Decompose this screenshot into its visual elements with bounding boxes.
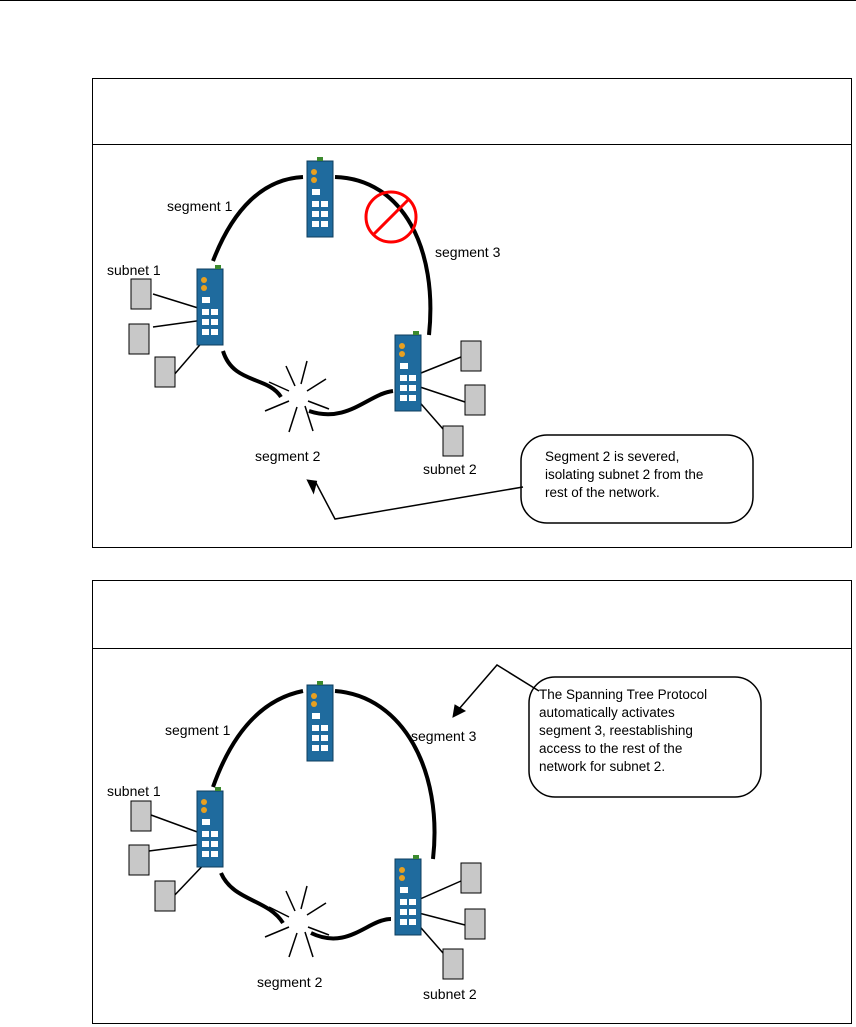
callout-1: Segment 2 is severed, isolating subnet 2… (306, 434, 754, 524)
subnet-1-device-b (128, 844, 150, 876)
subnet-2-device-a (460, 340, 482, 372)
segment-2-cable-left (219, 872, 285, 925)
callout-2: The Spanning Tree Protocol automatically… (452, 664, 762, 798)
subnet-2-device-c (442, 948, 464, 980)
switch-subnet-2 (394, 855, 422, 936)
cable-break-burst (264, 360, 330, 433)
subnet-2-device-c (442, 425, 464, 457)
segment-1-label: segment 1 (165, 722, 231, 738)
diagram-panel-2: segment 1 segment 3 subnet 1 segment 2 s… (92, 580, 852, 1024)
callout-2-line-5: network for subnet 2. (539, 759, 665, 774)
cable-break-burst (264, 885, 330, 958)
segment-2-cable-left (221, 350, 283, 399)
segment-3-label: segment 3 (411, 728, 477, 744)
top-rule (0, 0, 856, 1)
callout-2-line-1: The Spanning Tree Protocol (539, 687, 707, 702)
callout-1-line-3: rest of the network. (545, 485, 660, 500)
subnet-1-label: subnet 1 (107, 262, 161, 278)
blocked-port-icon (364, 190, 418, 244)
switch-top (306, 157, 334, 238)
segment-3-cable (334, 175, 433, 336)
subnet-1-device-c (154, 880, 176, 912)
network-diagram-2: segment 1 segment 3 subnet 1 segment 2 s… (107, 664, 762, 1002)
segment-1-label: segment 1 (167, 198, 233, 214)
callout-2-line-4: access to the rest of the (539, 741, 682, 756)
segment-1-cable (211, 175, 304, 262)
network-diagram-1: segment 1 segment 3 subnet 1 segment 2 s… (107, 157, 754, 524)
segment-2-cable-right (310, 917, 392, 941)
callout-1-line-1: Segment 2 is severed, (545, 449, 679, 464)
diagram-panel-1: segment 1 segment 3 subnet 1 segment 2 s… (92, 78, 852, 548)
subnet-1-label: subnet 1 (107, 783, 161, 799)
segment-2-label: segment 2 (257, 974, 323, 990)
callout-2-line-3: segment 3, reestablishing (539, 723, 693, 738)
switch-subnet-1 (196, 787, 224, 868)
segment-2-cable-right (308, 389, 394, 417)
subnet-2-device-b (464, 908, 486, 940)
switch-subnet-2 (394, 331, 422, 412)
subnet-1-device-b (128, 323, 150, 355)
segment-2-label: segment 2 (255, 448, 321, 464)
subnet-1-device-c (154, 356, 176, 388)
switch-subnet-1 (196, 265, 224, 346)
panel-header-1 (93, 79, 851, 145)
segment-3-cable (334, 689, 437, 860)
switch-top (306, 681, 334, 762)
subnet-2-label: subnet 2 (423, 461, 477, 477)
panel-header-2 (93, 581, 851, 649)
subnet-2-label: subnet 2 (423, 986, 477, 1002)
callout-2-line-2: automatically activates (539, 705, 675, 720)
segment-1-cable (211, 689, 304, 788)
subnet-1-device-a (130, 278, 152, 310)
segment-3-label: segment 3 (435, 244, 501, 260)
subnet-2-device-b (464, 384, 486, 416)
subnet-2-device-a (460, 862, 482, 894)
callout-1-line-2: isolating subnet 2 from the (545, 467, 703, 482)
subnet-1-device-a (130, 800, 152, 832)
